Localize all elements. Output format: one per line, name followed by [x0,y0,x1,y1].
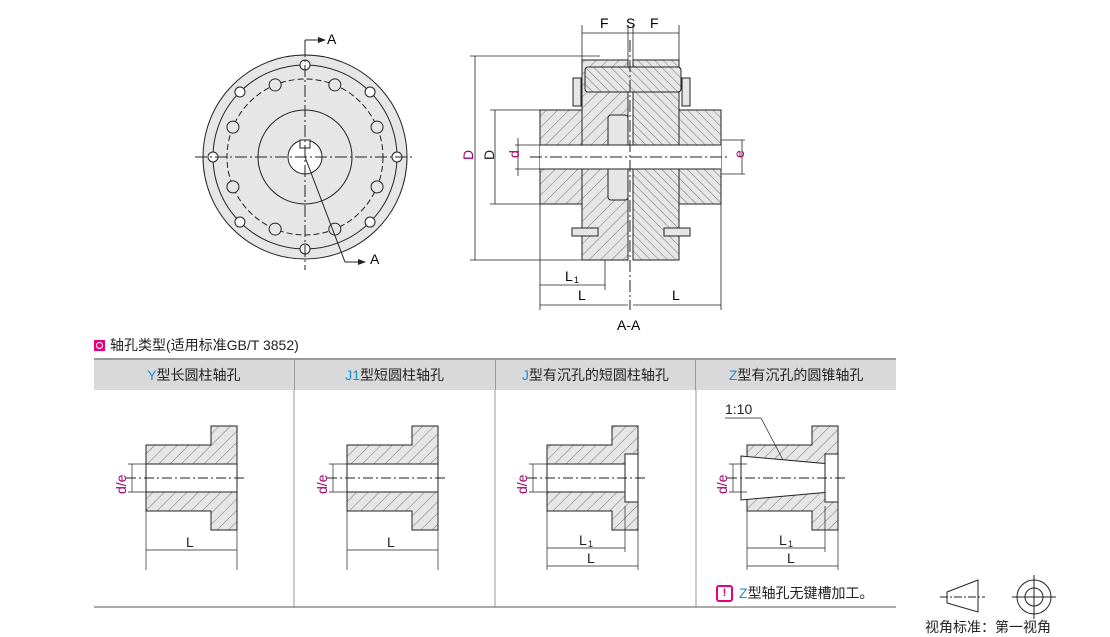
z-type-note: !Z型轴孔无键槽加工。 [716,583,874,603]
taper-leader [725,417,784,461]
label-D: D [460,150,476,160]
dim-label-L1: L [779,532,787,548]
label-L1: L [565,268,573,284]
col-header-z: Z型有沉孔的圆锥轴孔 [728,367,864,383]
section-view [470,25,745,310]
label-e: e [731,150,747,158]
dim-label-L1-sub: 1 [788,539,793,549]
dim-label-L1-sub: 1 [588,539,593,549]
dim-label-de: d/e [314,474,330,494]
bore-types-title: 轴孔类型(适用标准GB/T 3852) [94,335,299,355]
label-F-right: F [650,15,659,31]
svg-text:1: 1 [574,275,579,285]
label-S: S [626,15,635,31]
projection-label: 视角标准：第一视角 [925,619,1051,635]
section-mark-bottom: A [370,251,380,267]
section-bullet-icon [94,339,105,351]
warning-icon: ! [716,584,733,602]
pin-hole [364,216,376,228]
pin-hole [234,86,246,98]
section-mark-top: A [327,31,337,47]
col-header-j: J型有沉孔的短圆柱轴孔 [496,360,697,390]
bolt-icon [370,180,384,194]
label-D1: D [481,150,497,160]
col-header-j1: J1型短圆柱轴孔 [295,360,496,390]
bolt-icon [226,180,240,194]
pin-hole [364,86,376,98]
section-title: A-A [617,317,641,333]
dim-label-L: L [387,534,395,550]
label-d: d [506,150,522,158]
pin-hole [234,216,246,228]
col-header-y: Y型长圆柱轴孔 [94,360,295,390]
dim-label-L: L [186,534,194,550]
taper-label: 1:10 [725,401,752,417]
dim-label-de: d/e [714,474,730,494]
dim-label-de: d/e [113,474,129,494]
label-L-right: L [672,287,680,303]
bolt-icon [268,222,282,236]
dim-label-de: d/e [514,474,530,494]
bolt-icon [370,120,384,134]
front-view [195,37,415,270]
first-angle-projection-icon [940,575,1056,619]
label-L-left: L [578,287,586,303]
bolt-icon [328,78,342,92]
bolt-icon [226,120,240,134]
bore-types-header: Y型长圆柱轴孔 J1型短圆柱轴孔 J型有沉孔的短圆柱轴孔 Z型有沉孔的圆锥轴孔 [94,358,896,390]
dim-label-L1: L [579,532,587,548]
label-F-left: F [600,15,609,31]
dim-label-L: L [787,550,795,566]
bolt-icon [268,78,282,92]
dim-label-L: L [587,550,595,566]
